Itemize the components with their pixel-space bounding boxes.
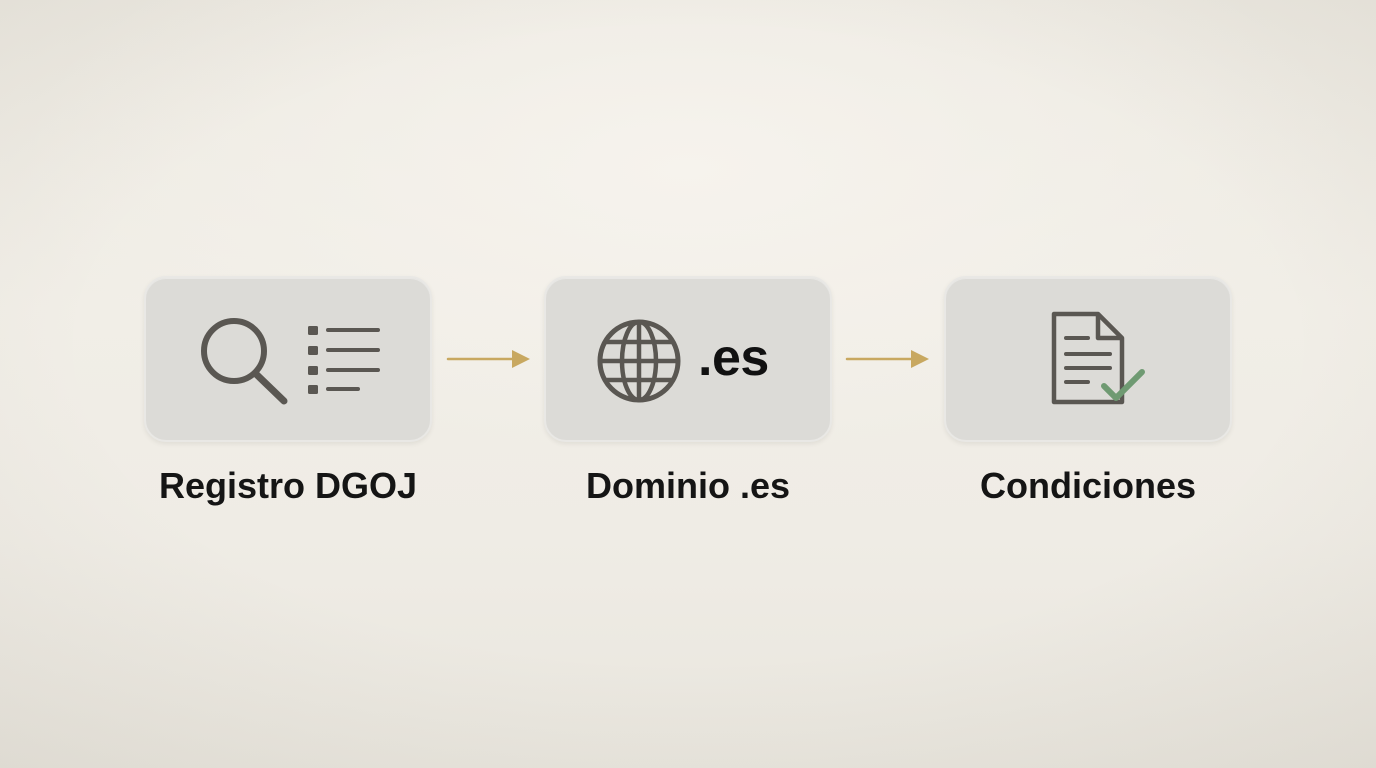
step-label-registro: Registro DGOJ [158, 465, 418, 506]
step-label-dominio: Dominio .es [585, 465, 791, 506]
document-check-icon [1051, 311, 1145, 405]
search-icon [201, 318, 288, 405]
step-card-dominio: .es [544, 276, 832, 442]
domain-extension-text: .es [698, 329, 769, 387]
step-label-condiciones: Condiciones [979, 465, 1197, 506]
list-icon [308, 326, 380, 394]
globe-icon [597, 319, 681, 403]
step-card-condiciones [944, 276, 1232, 442]
step-card-registro [144, 276, 432, 442]
arrow-right-icon [446, 350, 530, 368]
arrow-right-icon [845, 350, 929, 368]
